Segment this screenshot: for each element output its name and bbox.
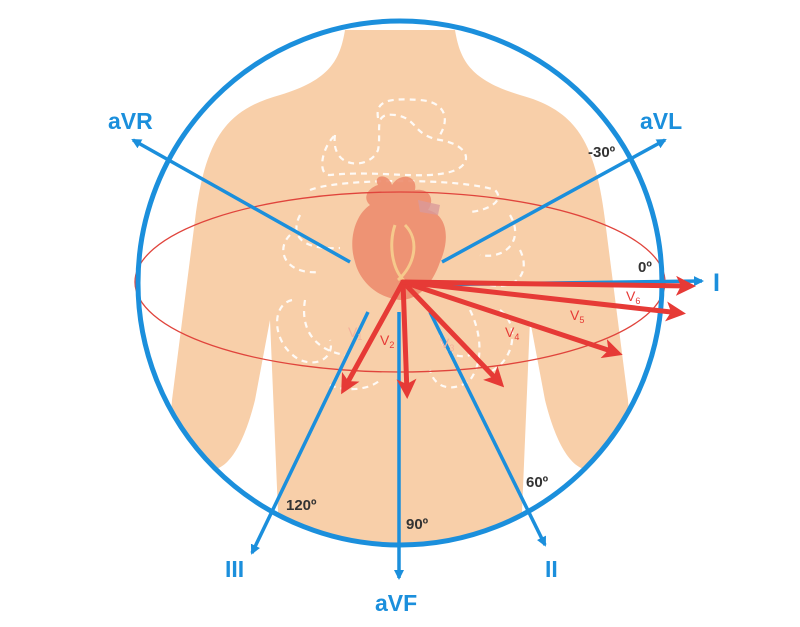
heart-illustration <box>352 176 446 300</box>
vector-v2 <box>396 279 417 399</box>
angle-zero: 0º <box>638 259 652 276</box>
label-avr: aVR <box>108 108 153 134</box>
axis-avr <box>131 138 351 264</box>
vector-v3 <box>400 279 505 388</box>
label-avl: aVL <box>640 108 682 134</box>
vector-v1 <box>341 279 406 395</box>
axis-avl <box>441 138 667 264</box>
label-v4: V4 <box>505 324 519 342</box>
precordial-labels: V1 V2 V3 V4 V5 V6 <box>348 288 640 353</box>
vector-v5 <box>400 279 686 322</box>
label-v2: V2 <box>380 332 394 350</box>
precordial-vectors <box>341 275 696 399</box>
angle-ninety: 90º <box>406 516 429 533</box>
angle-onetwenty: 120º <box>286 497 317 514</box>
axis-ii <box>428 311 547 547</box>
label-ii: II <box>545 556 558 582</box>
label-i: I <box>713 269 720 297</box>
angle-minus30: -30º <box>588 144 616 161</box>
label-v1: V1 <box>348 324 362 342</box>
angle-labels: -30º 0º 60º 90º 120º <box>286 144 652 533</box>
vector-v4 <box>400 279 623 359</box>
angle-sixty: 60º <box>526 474 549 491</box>
label-avf: aVF <box>375 590 417 616</box>
label-v6: V6 <box>626 288 640 306</box>
axis-iii <box>250 311 370 555</box>
vector-v6 <box>400 275 696 296</box>
label-v5: V5 <box>570 307 584 325</box>
limb-lead-labels: aVR aVL I II III aVF <box>108 108 720 616</box>
label-iii: III <box>225 556 244 582</box>
label-v3: V3 <box>440 335 454 353</box>
